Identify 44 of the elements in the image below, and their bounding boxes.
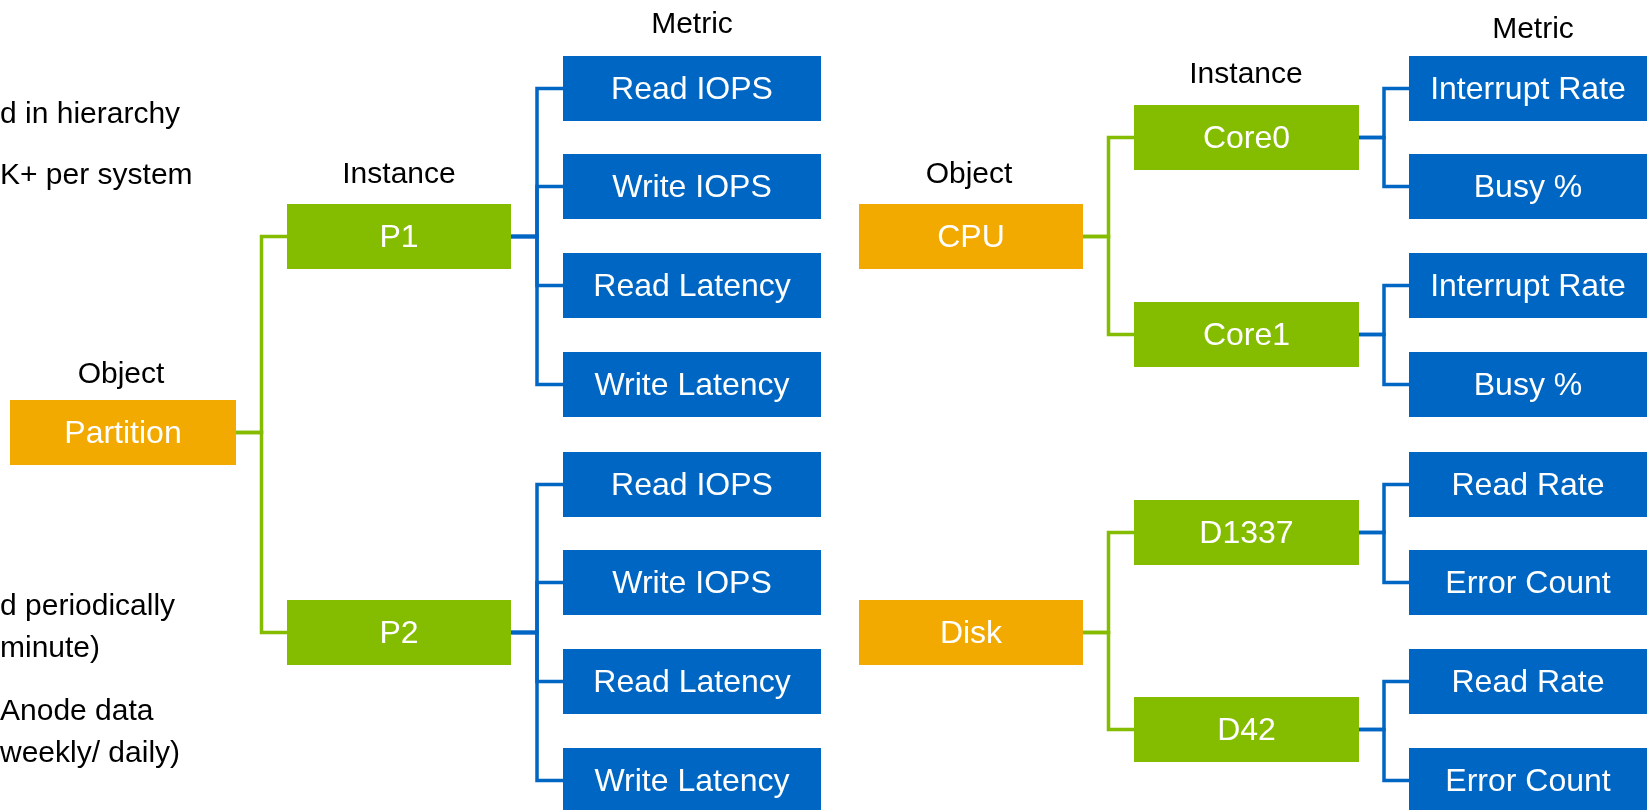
connector-line	[511, 630, 563, 783]
connector-line	[1083, 234, 1134, 337]
metric-box: Write Latency	[563, 748, 821, 810]
metric-box: Write IOPS	[563, 550, 821, 615]
note-text: d periodically minute)	[0, 587, 177, 665]
object-box: Disk	[859, 600, 1083, 665]
metric-box: Read IOPS	[563, 56, 821, 121]
metric-box: Write Latency	[563, 352, 821, 417]
note-text: K+ per system	[0, 156, 194, 192]
connector-line	[1359, 530, 1409, 585]
metric-box: Error Count	[1409, 550, 1647, 615]
metric-box: Interrupt Rate	[1409, 253, 1647, 318]
instance-box: P1	[287, 204, 511, 269]
metric-box: Read IOPS	[563, 452, 821, 517]
column-heading: Instance	[1189, 55, 1303, 91]
note-text: d in hierarchy	[0, 95, 182, 131]
instance-box: D1337	[1134, 500, 1359, 565]
metric-box: Busy %	[1409, 352, 1647, 417]
connector-line	[511, 234, 563, 387]
column-heading: Instance	[342, 155, 456, 191]
note-text: Anode data weekly/ daily)	[0, 692, 182, 770]
instance-box: P2	[287, 600, 511, 665]
connector-line	[1359, 727, 1409, 783]
metric-box: Error Count	[1409, 748, 1647, 810]
column-heading: Metric	[651, 5, 733, 41]
object-box: CPU	[859, 204, 1083, 269]
metric-box: Read Rate	[1409, 452, 1647, 517]
instance-box: D42	[1134, 697, 1359, 762]
connector-line	[1359, 332, 1409, 387]
instance-box: Core1	[1134, 302, 1359, 367]
column-heading: Metric	[1492, 10, 1574, 46]
column-heading: Object	[77, 355, 165, 391]
instance-box: Core0	[1134, 105, 1359, 170]
object-box: Partition	[10, 400, 236, 465]
metric-box: Busy %	[1409, 154, 1647, 219]
column-heading: Object	[925, 155, 1013, 191]
metric-box: Read Rate	[1409, 649, 1647, 714]
connector-line	[1083, 630, 1134, 732]
metric-box: Read Latency	[563, 253, 821, 318]
metric-box: Read Latency	[563, 649, 821, 714]
connector-line	[236, 430, 287, 635]
metric-box: Interrupt Rate	[1409, 56, 1647, 121]
metric-box: Write IOPS	[563, 154, 821, 219]
connector-line	[1359, 135, 1409, 189]
